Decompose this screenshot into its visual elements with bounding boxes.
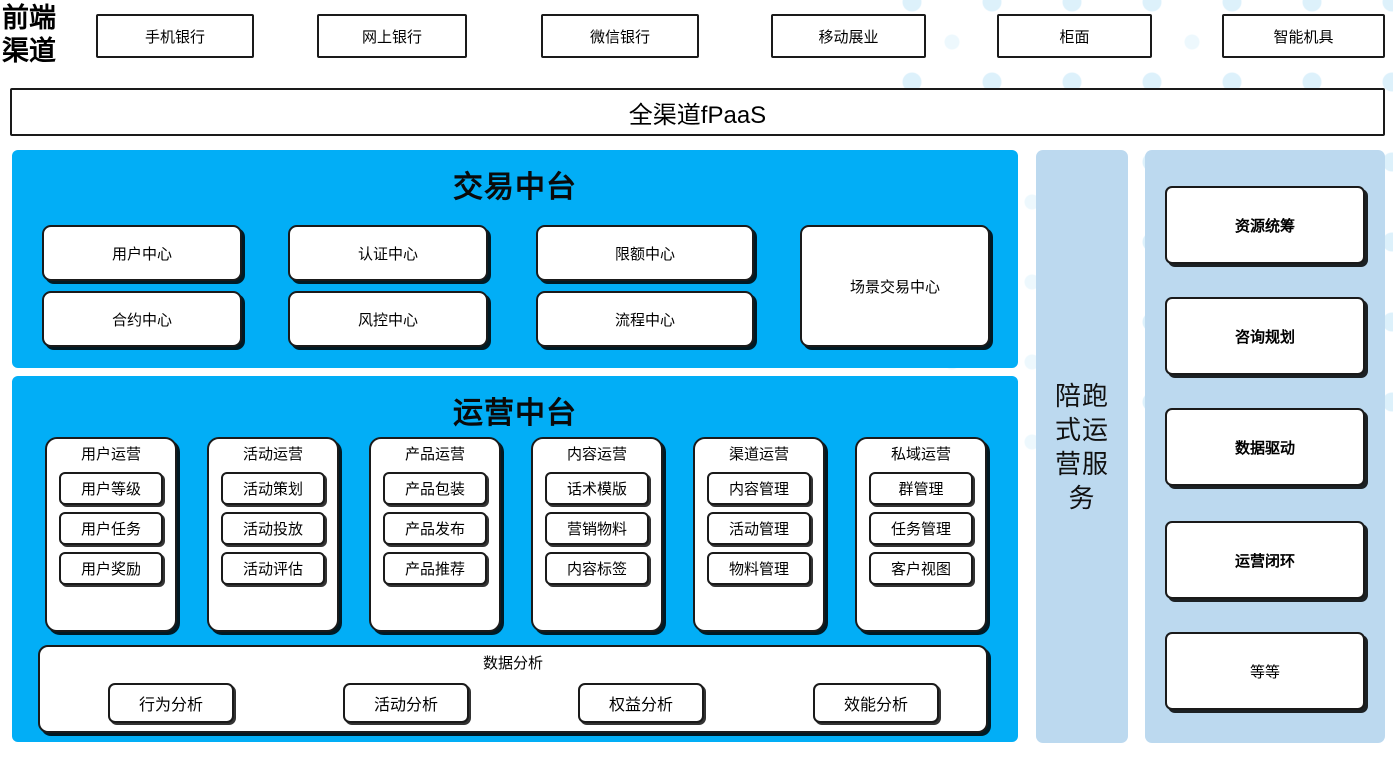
data-analysis-item-behavior[interactable]: 行为分析 — [108, 683, 234, 723]
op-item[interactable]: 活动投放 — [221, 512, 325, 545]
trade-node-label: 用户中心 — [111, 245, 172, 263]
op-group-channel-operation[interactable]: 渠道运营 内容管理 活动管理 物料管理 — [693, 437, 825, 632]
accompany-service-line2: 式运 — [1054, 414, 1109, 445]
channel-label: 柜面 — [1059, 28, 1090, 46]
accompany-service-column: 陪跑 式运 营服 务 — [1036, 150, 1128, 743]
op-group-user-operation[interactable]: 用户运营 用户等级 用户任务 用户奖励 — [45, 437, 177, 632]
op-item[interactable]: 产品包装 — [383, 472, 487, 505]
op-group-private-domain-operation[interactable]: 私域运营 群管理 任务管理 客户视图 — [855, 437, 987, 632]
channel-label: 移动展业 — [818, 28, 879, 46]
op-item[interactable]: 用户等级 — [59, 472, 163, 505]
accompany-service-line1: 陪跑 — [1054, 380, 1109, 411]
op-item[interactable]: 活动策划 — [221, 472, 325, 505]
channel-box-mobile-bank[interactable]: 手机银行 — [96, 14, 254, 58]
trade-node-label: 合约中心 — [111, 311, 172, 329]
trade-node-process-center[interactable]: 流程中心 — [536, 291, 754, 347]
channel-box-smart-machine[interactable]: 智能机具 — [1222, 14, 1385, 58]
front-channel-label: 前端 渠道 — [2, 2, 86, 72]
channel-label: 微信银行 — [589, 28, 650, 46]
op-item[interactable]: 用户奖励 — [59, 552, 163, 585]
op-item[interactable]: 营销物料 — [545, 512, 649, 545]
op-item[interactable]: 客户视图 — [869, 552, 973, 585]
data-analysis-item-activity[interactable]: 活动分析 — [343, 683, 469, 723]
op-group-activity-operation[interactable]: 活动运营 活动策划 活动投放 活动评估 — [207, 437, 339, 632]
op-item[interactable]: 产品发布 — [383, 512, 487, 545]
accompany-service-line3: 营服 — [1054, 448, 1109, 479]
trade-node-label: 认证中心 — [357, 245, 418, 263]
op-item[interactable]: 产品推荐 — [383, 552, 487, 585]
resource-item-data-driven[interactable]: 数据驱动 — [1165, 408, 1365, 486]
op-item[interactable]: 内容标签 — [545, 552, 649, 585]
data-analysis-panel[interactable]: 数据分析 行为分析 活动分析 权益分析 效能分析 — [38, 645, 988, 733]
op-group-product-operation[interactable]: 产品运营 产品包装 产品发布 产品推荐 — [369, 437, 501, 632]
op-item[interactable]: 话术模版 — [545, 472, 649, 505]
resource-item-operation-closed-loop[interactable]: 运营闭环 — [1165, 521, 1365, 599]
trade-center-title: 交易中台 — [453, 171, 577, 204]
data-analysis-title: 数据分析 — [482, 655, 543, 672]
op-item[interactable]: 物料管理 — [707, 552, 811, 585]
trade-node-label: 流程中心 — [614, 311, 675, 329]
op-item[interactable]: 任务管理 — [869, 512, 973, 545]
front-channel-label-line2: 渠道 — [2, 36, 56, 66]
trade-node-label: 场景交易中心 — [849, 278, 940, 296]
accompany-service-label: 陪跑 式运 营服 务 — [1036, 379, 1128, 515]
op-group-content-operation[interactable]: 内容运营 话术模版 营销物料 内容标签 — [531, 437, 663, 632]
op-group-title: 内容运营 — [566, 446, 627, 463]
channel-label: 手机银行 — [144, 28, 205, 46]
channel-box-mobile-business[interactable]: 移动展业 — [771, 14, 926, 58]
trade-node-risk-center[interactable]: 风控中心 — [288, 291, 488, 347]
resource-item-resource-coordination[interactable]: 资源统筹 — [1165, 186, 1365, 264]
op-group-title: 产品运营 — [404, 446, 465, 463]
channel-label: 智能机具 — [1273, 28, 1334, 46]
op-item[interactable]: 活动评估 — [221, 552, 325, 585]
trade-node-contract-center[interactable]: 合约中心 — [42, 291, 242, 347]
trade-node-label: 限额中心 — [614, 245, 675, 263]
accompany-service-line4: 务 — [1068, 482, 1096, 513]
omnichannel-label: 全渠道fPaaS — [628, 101, 767, 129]
resource-item-etc[interactable]: 等等 — [1165, 632, 1365, 710]
trade-node-limit-center[interactable]: 限额中心 — [536, 225, 754, 281]
channel-box-counter[interactable]: 柜面 — [997, 14, 1152, 58]
resource-item-consulting-planning[interactable]: 咨询规划 — [1165, 297, 1365, 375]
operation-center-title: 运营中台 — [453, 397, 577, 430]
op-group-title: 活动运营 — [242, 446, 303, 463]
front-channel-label-line1: 前端 — [2, 3, 56, 33]
op-item[interactable]: 活动管理 — [707, 512, 811, 545]
op-item[interactable]: 内容管理 — [707, 472, 811, 505]
trade-node-scenario-trade-center[interactable]: 场景交易中心 — [800, 225, 990, 347]
omnichannel-fpaas-bar[interactable]: 全渠道fPaaS — [10, 88, 1385, 136]
data-analysis-item-rights[interactable]: 权益分析 — [578, 683, 704, 723]
op-item[interactable]: 用户任务 — [59, 512, 163, 545]
op-group-title: 渠道运营 — [728, 446, 789, 463]
trade-node-label: 风控中心 — [357, 311, 418, 329]
channel-box-online-bank[interactable]: 网上银行 — [317, 14, 467, 58]
channel-box-wechat-bank[interactable]: 微信银行 — [541, 14, 699, 58]
trade-node-auth-center[interactable]: 认证中心 — [288, 225, 488, 281]
op-group-title: 私域运营 — [890, 446, 951, 463]
data-analysis-item-efficiency[interactable]: 效能分析 — [813, 683, 939, 723]
op-group-title: 用户运营 — [80, 446, 141, 463]
resource-column: 资源统筹 咨询规划 数据驱动 运营闭环 等等 — [1145, 150, 1385, 743]
op-item[interactable]: 群管理 — [869, 472, 973, 505]
channel-label: 网上银行 — [361, 28, 422, 46]
trade-node-user-center[interactable]: 用户中心 — [42, 225, 242, 281]
